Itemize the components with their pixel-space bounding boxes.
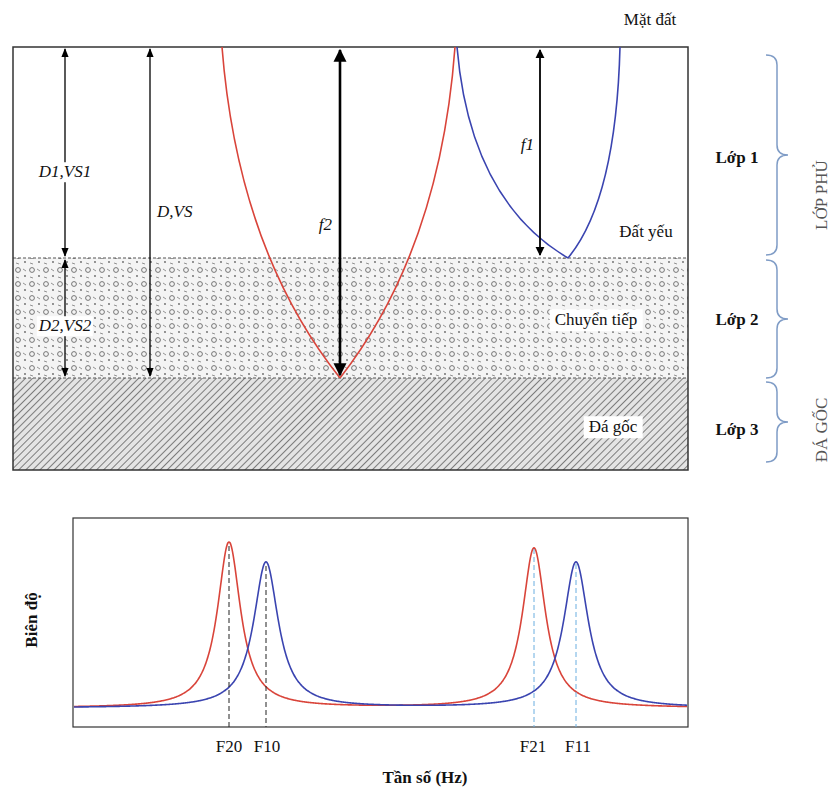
ground-surface-label: Mặt đất <box>624 10 676 30</box>
transition-layer <box>13 258 688 378</box>
mode-shape-f2 <box>222 47 340 378</box>
soft-soil-layer <box>13 47 688 258</box>
layer-name: Lớp 3 <box>716 420 759 440</box>
soil-layer-band: Đất yếu <box>13 47 688 258</box>
chart-frame <box>73 518 688 727</box>
frequency-arrow <box>339 50 342 375</box>
layer-label: Đất yếu <box>619 222 672 242</box>
peak-label: F11 <box>565 737 591 757</box>
dimension-arrow <box>149 49 150 376</box>
peak-marker <box>266 566 267 727</box>
peak-label: F21 <box>520 737 546 757</box>
soil-layer-band: Đá gốc <box>13 378 688 470</box>
frequency-label: f2 <box>319 215 332 235</box>
brace <box>766 260 788 378</box>
axis-title: Biên độ <box>22 592 42 647</box>
brace <box>766 382 788 462</box>
spectrum-curve <box>74 542 687 707</box>
layer-label: Chuyển tiếp <box>550 309 643 331</box>
frequency-arrow <box>539 50 541 255</box>
group-name: LỚP PHỦ <box>812 160 832 230</box>
layer-name: Lớp 1 <box>716 148 759 168</box>
mode-shape-f1 <box>568 47 620 258</box>
brace <box>766 55 788 255</box>
brace-group <box>766 55 788 462</box>
peak-marker <box>534 549 535 727</box>
layer-label: Đá gốc <box>584 416 643 438</box>
layer-dimension: D2,VS2 <box>37 316 93 336</box>
total-dimension: D,VS <box>155 202 194 222</box>
peak-label: F10 <box>254 737 280 757</box>
layer-dimension: D1,VS1 <box>37 162 93 182</box>
mode-shape-f1 <box>457 47 568 258</box>
spectrum-curve <box>74 562 687 707</box>
spectrum-curves <box>74 542 687 707</box>
layer-name: Lớp 2 <box>716 310 759 330</box>
peak-label: F20 <box>216 737 242 757</box>
section-frame <box>13 47 688 470</box>
group-name: ĐÁ GỐC <box>812 398 832 463</box>
peak-marker <box>229 546 230 727</box>
layer-boundary <box>13 378 688 379</box>
frequency-label: f1 <box>521 135 534 155</box>
dimension-arrow <box>64 49 65 256</box>
peak-marker <box>576 564 577 727</box>
bedrock-layer <box>13 378 688 470</box>
mode-shape-f2 <box>340 47 455 378</box>
soil-layer-band: Chuyển tiếp <box>13 258 688 378</box>
axis-title: Tần số (Hz) <box>383 768 468 788</box>
layer-boundary <box>13 258 688 259</box>
